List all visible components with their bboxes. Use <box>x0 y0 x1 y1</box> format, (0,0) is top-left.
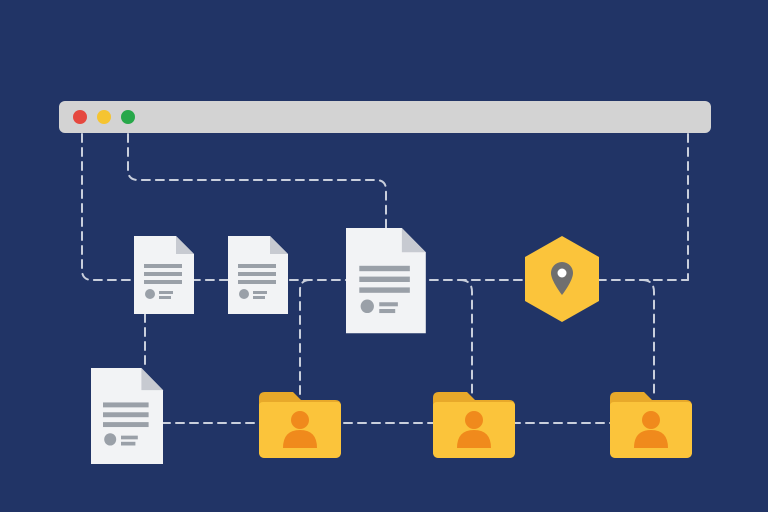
connector-folder-3 <box>641 279 655 395</box>
connector-folder-2 <box>459 279 473 395</box>
connector-lines <box>81 133 689 424</box>
document-icon <box>346 228 426 334</box>
user-folder-icon <box>433 392 515 458</box>
connector-folder-1 <box>299 279 311 395</box>
window-minimize-dot <box>97 110 111 124</box>
document-icon <box>228 236 288 314</box>
user-folder-icon <box>610 392 692 458</box>
user-folder-icon <box>259 392 341 458</box>
document-icon <box>134 236 194 314</box>
connector-green-to-doc <box>127 133 387 231</box>
window-maximize-dot <box>121 110 135 124</box>
window-title-bar <box>59 101 711 133</box>
window-close-dot <box>73 110 87 124</box>
document-icon <box>91 368 163 464</box>
location-pin-icon <box>551 262 573 295</box>
pin-hole <box>557 268 567 278</box>
location-badge <box>525 236 599 322</box>
browser-window-icon <box>59 101 711 133</box>
connector-main-bus <box>81 133 689 281</box>
